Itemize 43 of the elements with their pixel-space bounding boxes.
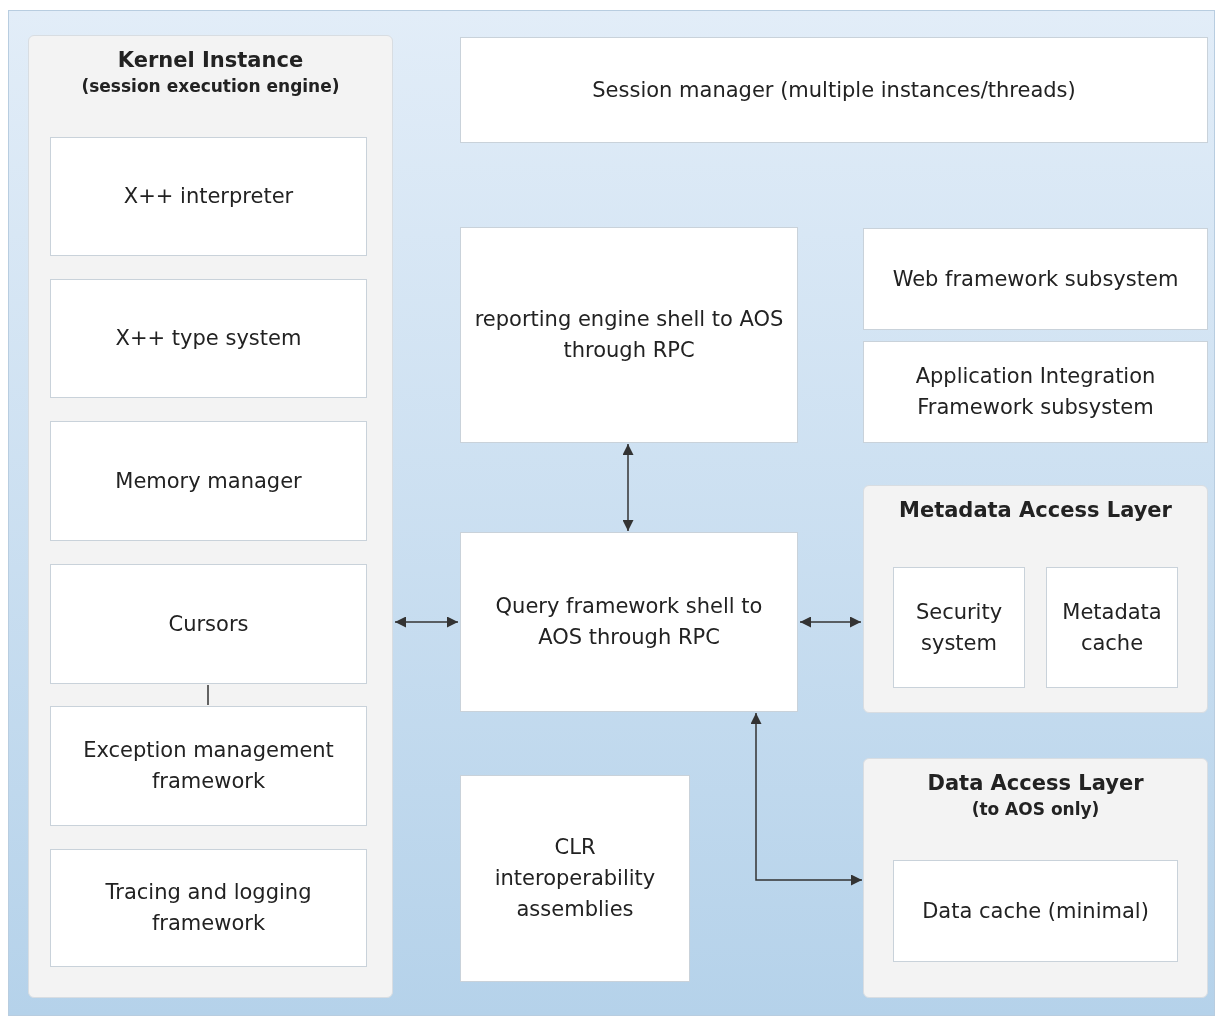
component-box [50,849,367,967]
component-box [863,228,1208,330]
component-label: X++ type system [114,325,303,352]
component-label: Cursors [167,610,250,638]
component-label: Application Integration Framework subsystem [914,363,1157,421]
component-label: Memory manager [114,467,303,495]
panel-subheading: (to AOS only) [971,798,1100,821]
arrow [750,712,863,886]
arrow [394,616,459,628]
component-label: Query framework shell to AOS through RPC [494,593,764,651]
layer-panel [863,758,1208,998]
component-box [893,567,1025,688]
component-box [460,532,798,712]
panel-subheading: (session execution engine) [81,75,340,98]
component-box [460,775,690,982]
component-label: Metadata cache [1061,598,1163,657]
component-label: Exception management framework [82,737,335,795]
component-box [50,564,367,684]
panel-heading: Metadata Access Layer [899,497,1172,524]
component-label: Session manager (multiple instances/threads) [591,76,1077,104]
component-label: reporting engine shell to AOS through RPC [473,306,785,364]
component-box [50,421,367,541]
arrow [799,616,862,628]
panel-heading: Data Access Layer [927,770,1144,797]
component-label: CLR interoperability assemblies [493,834,657,923]
component-box [460,37,1208,143]
component-label: Security system [914,598,1004,657]
component-box [50,706,367,826]
component-box [893,860,1178,962]
component-label: Data cache (minimal) [921,897,1150,925]
component-label: Web framework subsystem [891,265,1180,293]
connector-line [207,684,209,706]
panel-heading: Kernel Instance [117,47,304,74]
component-box [460,227,798,443]
component-label: Tracing and logging framework [104,879,313,937]
component-box [50,137,367,256]
component-box [50,279,367,398]
layer-panel [863,485,1208,713]
component-label: X++ interpreter [122,183,295,210]
kernel-panel [28,35,393,998]
component-box [863,341,1208,443]
arrow [622,443,634,532]
component-box [1046,567,1178,688]
